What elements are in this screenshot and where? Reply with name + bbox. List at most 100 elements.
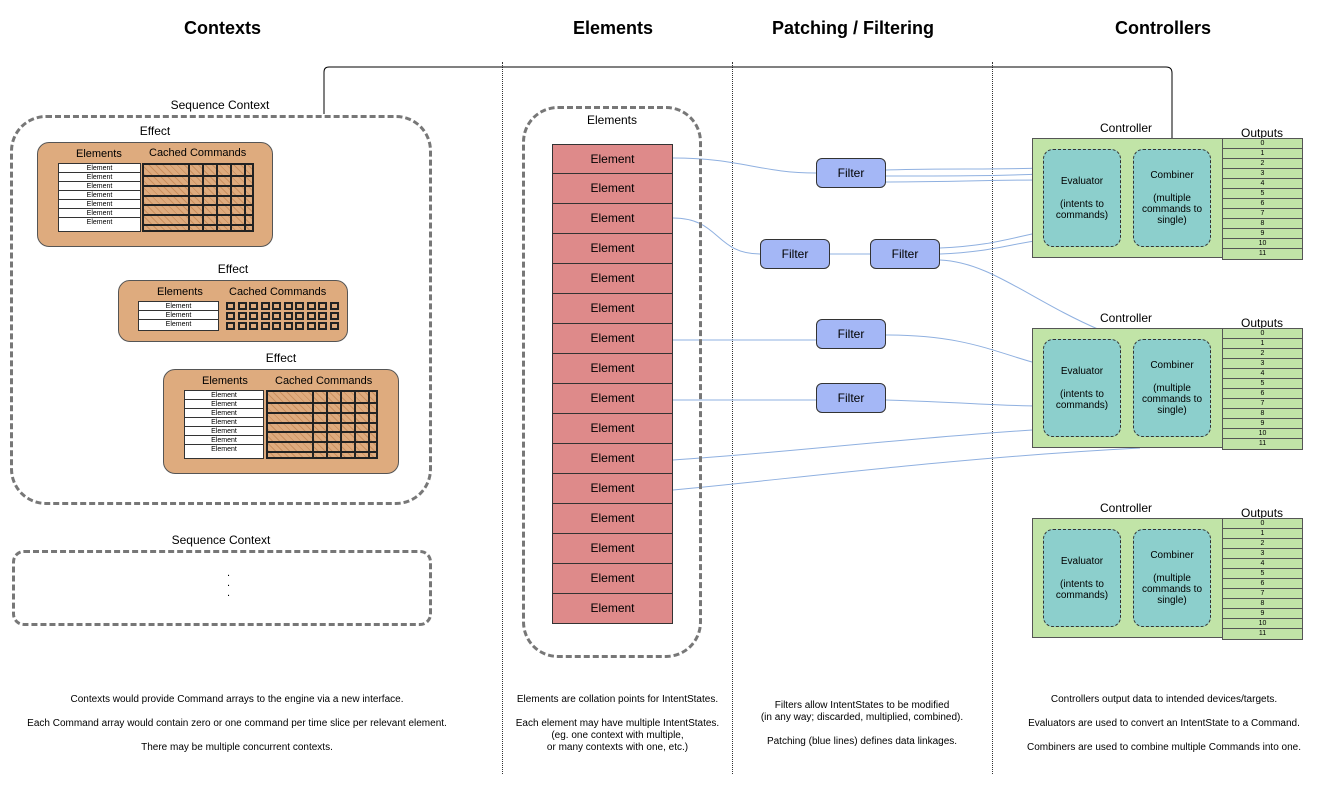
list-item: Element — [185, 400, 263, 409]
element-item: Element — [552, 534, 673, 564]
command-cell — [237, 322, 247, 330]
grid-line — [244, 165, 246, 230]
elements-list: Element Element Element Element Element … — [552, 144, 673, 624]
divider-3 — [992, 62, 993, 774]
element-item: Element — [552, 294, 673, 324]
command-cell — [283, 302, 293, 310]
output-row: 3 — [1223, 359, 1302, 369]
note-line: Evaluators are used to convert an Intent… — [1028, 718, 1300, 729]
command-cell — [306, 322, 316, 330]
grid-line — [268, 431, 376, 434]
effect-2-element-list: Element Element Element — [138, 301, 219, 331]
evaluator-box: Evaluator (intents to commands) — [1043, 529, 1121, 627]
command-cell — [318, 312, 327, 320]
note-line: Each Command array would contain zero or… — [27, 718, 447, 729]
grid-line — [216, 165, 218, 230]
list-item: Element — [185, 418, 263, 427]
evaluator-description: (intents to commands) — [1055, 579, 1109, 601]
outputs-title: Outputs — [1241, 126, 1284, 140]
filter-box[interactable]: Filter — [816, 158, 886, 188]
grid-line — [312, 392, 314, 457]
grid-line — [268, 451, 376, 454]
element-item: Element — [552, 444, 673, 474]
contexts-note: Contexts would provide Command arrays to… — [4, 694, 470, 754]
controller-box[interactable]: Evaluator(intents to commands)Combiner(m… — [1032, 328, 1224, 448]
filter-box[interactable]: Filter — [760, 239, 830, 269]
effect-title-2: Effect — [217, 262, 249, 276]
outputs-title: Outputs — [1241, 316, 1284, 330]
command-cell — [329, 322, 339, 330]
output-row: 9 — [1223, 419, 1302, 429]
output-row: 11 — [1258, 630, 1267, 637]
output-row: 9 — [1223, 609, 1302, 619]
grid-line — [144, 174, 252, 177]
list-item: Element — [59, 173, 140, 182]
output-row: 6 — [1223, 389, 1302, 399]
element-item: Element — [552, 474, 673, 504]
grid-line — [144, 184, 252, 187]
list-item: Element — [211, 446, 237, 453]
output-row: 5 — [1223, 569, 1302, 579]
command-cell — [249, 312, 258, 320]
list-item: Element — [139, 311, 218, 320]
filter-box[interactable]: Filter — [870, 239, 940, 269]
command-cell — [272, 302, 281, 310]
combiner-label: Combiner — [1150, 170, 1194, 181]
output-row: 10 — [1223, 619, 1302, 629]
output-row: 1 — [1223, 339, 1302, 349]
list-item: Element — [59, 164, 140, 173]
command-cell — [237, 302, 247, 310]
filter-box[interactable]: Filter — [816, 383, 886, 413]
output-row: 7 — [1223, 399, 1302, 409]
output-row: 2 — [1223, 539, 1302, 549]
note-line: (eg. one context with multiple, — [551, 730, 684, 741]
element-item: Element — [552, 234, 673, 264]
command-cell — [329, 302, 339, 310]
command-cell — [318, 302, 327, 310]
sequence-context-1 — [10, 115, 432, 505]
evaluator-description: (intents to commands) — [1055, 199, 1109, 221]
heading-contexts: Contexts — [183, 18, 261, 38]
evaluator-label: Evaluator — [1060, 556, 1104, 567]
grid-line — [230, 165, 232, 230]
note-line: Each element may have multiple IntentSta… — [515, 718, 720, 729]
filter-box[interactable]: Filter — [816, 319, 886, 349]
grid-line — [188, 165, 190, 230]
element-item: Element — [552, 144, 673, 174]
command-cell — [295, 322, 304, 330]
output-row: 6 — [1223, 199, 1302, 209]
command-cell — [283, 322, 293, 330]
sequence-context-label-1: Sequence Context — [170, 98, 270, 112]
elements-note: Elements are collation points for Intent… — [505, 694, 730, 754]
element-item: Element — [552, 324, 673, 354]
divider-2 — [732, 62, 733, 774]
element-item: Element — [552, 354, 673, 384]
command-cell — [272, 312, 281, 320]
controller-title: Controller — [1100, 121, 1153, 135]
patching-note: Filters allow IntentStates to be modifie… — [742, 700, 982, 748]
note-line: Controllers output data to intended devi… — [1050, 694, 1278, 705]
output-row: 8 — [1223, 599, 1302, 609]
combiner-label: Combiner — [1150, 360, 1194, 371]
list-item: Element — [165, 321, 192, 328]
evaluator-label: Evaluator — [1060, 366, 1104, 377]
controller-box[interactable]: Evaluator(intents to commands)Combiner(m… — [1032, 138, 1224, 258]
list-item: Element — [59, 191, 140, 200]
effect-3-element-list: Element Element Element Element Element … — [184, 390, 264, 459]
list-item: Element — [139, 302, 218, 311]
grid-line — [202, 165, 204, 230]
command-cell — [283, 312, 293, 320]
outputs-title: Outputs — [1241, 506, 1284, 520]
element-item: Element — [552, 504, 673, 534]
evaluator-box: Evaluator(intents to commands) — [1043, 339, 1121, 437]
effect-1-cached-header: Cached Commands — [149, 147, 247, 159]
controller-box[interactable]: Evaluator(intents to commands)Combiner(m… — [1032, 518, 1224, 638]
grid-line — [144, 204, 252, 207]
command-cell — [295, 312, 304, 320]
note-line: Filters allow IntentStates to be modifie… — [774, 700, 950, 711]
command-cell — [249, 302, 258, 310]
effect-title-1: Effect — [139, 124, 171, 138]
evaluator-label: Evaluator — [1060, 176, 1104, 187]
